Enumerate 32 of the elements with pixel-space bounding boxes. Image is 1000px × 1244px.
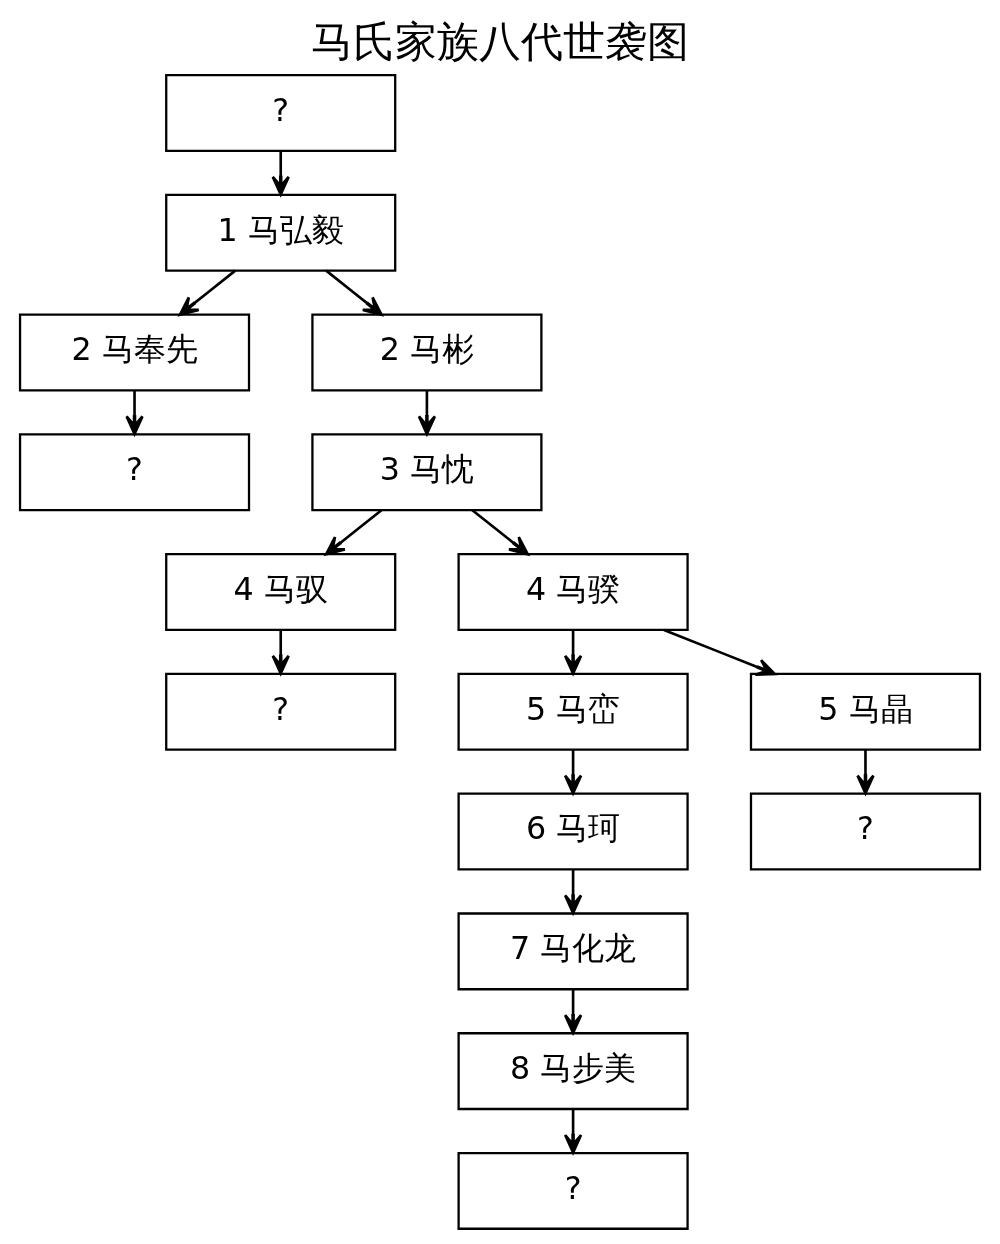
node-box: 7 马化龙: [457, 912, 689, 991]
node-box: 4 马骙: [457, 553, 689, 632]
node-box: ?: [165, 73, 397, 152]
node-box: ?: [165, 672, 397, 751]
arrow: [271, 150, 290, 196]
node-box: ?: [749, 792, 982, 871]
node-box: 4 马驭: [165, 553, 397, 632]
arrow: [563, 989, 583, 1035]
arrow: [663, 628, 776, 677]
arrow: [563, 629, 583, 675]
node-box: 2 马奉先: [18, 313, 251, 392]
arrow: [178, 269, 237, 316]
arrow: [325, 269, 383, 316]
diagram-title: 马氏家族八代世袭图: [311, 17, 689, 67]
arrow: [417, 390, 437, 436]
node-box: 6 马珂: [457, 792, 689, 871]
arrow: [125, 390, 144, 436]
node-box: ?: [457, 1151, 689, 1230]
node-box: 8 马步美: [457, 1032, 689, 1111]
arrow: [563, 749, 583, 795]
node-box: 1 马弘毅: [165, 193, 397, 272]
arrow: [471, 509, 529, 556]
node-box: 3 马忱: [311, 433, 543, 512]
arrow: [856, 749, 875, 795]
node-box: 5 马晶: [749, 672, 982, 751]
arrow: [324, 509, 383, 556]
node-box: 5 马峦: [457, 672, 689, 751]
node-box: 2 马彬: [311, 313, 543, 392]
arrow: [563, 869, 583, 915]
arrow: [271, 629, 290, 675]
node-box: ?: [18, 433, 251, 512]
arrow: [563, 1109, 583, 1154]
